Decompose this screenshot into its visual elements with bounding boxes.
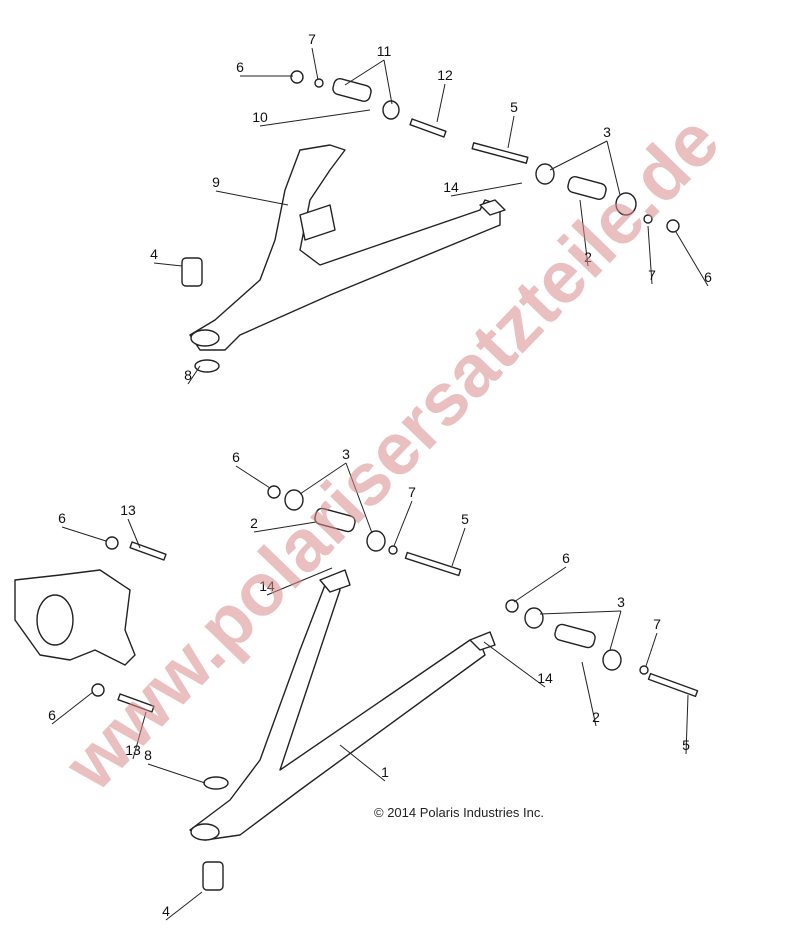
leader-line — [299, 462, 347, 495]
leader-line — [507, 115, 515, 149]
leader-line — [235, 465, 271, 489]
callout-number: 3 — [342, 446, 350, 462]
leader-line — [61, 526, 107, 542]
leader-line — [51, 691, 94, 725]
leader-line — [513, 566, 567, 603]
callout-number: 3 — [617, 594, 625, 610]
callout-number: 6 — [58, 510, 66, 526]
callout-number: 14 — [443, 179, 459, 195]
leader-line — [253, 521, 317, 533]
lower-a-arm — [189, 569, 496, 841]
leader-line — [339, 744, 386, 782]
callout-number: 9 — [212, 174, 220, 190]
callout-number: 8 — [184, 367, 192, 383]
leader-line — [579, 199, 589, 267]
callout-number: 4 — [150, 246, 158, 262]
leader-line — [165, 891, 203, 921]
leader-line — [436, 83, 446, 123]
leader-line — [581, 661, 597, 727]
leader-line — [645, 632, 658, 667]
leader-line — [345, 462, 373, 534]
leader-line — [549, 140, 608, 171]
leader-line — [483, 641, 546, 688]
leader-line — [259, 109, 371, 127]
callout-number: 11 — [377, 43, 392, 59]
callout-number: 13 — [120, 502, 136, 518]
copyright-text: © 2014 Polaris Industries Inc. — [374, 805, 544, 820]
ball-joints — [181, 257, 224, 891]
leader-line — [675, 231, 709, 287]
callout-number: 10 — [252, 109, 268, 125]
callouts: 6 7 11 12 10 5 3 14 9 4 2 7 6 8 6 3 7 2 5 13 6 14 6 3 7 14 2 5 6 13 1 8… — [48, 31, 712, 921]
leader-line — [451, 527, 466, 567]
callout-number: 14 — [537, 670, 553, 686]
leader-line — [393, 500, 413, 547]
leader-line — [344, 59, 385, 86]
callout-number: 6 — [562, 550, 570, 566]
leader-line — [647, 225, 653, 285]
leader-line — [606, 140, 621, 196]
callout-number: 7 — [308, 31, 316, 47]
steering-knuckle — [14, 569, 136, 666]
callout-number: 7 — [648, 267, 656, 283]
leader-line — [539, 610, 622, 615]
callout-number: 2 — [584, 249, 592, 265]
callout-number: 4 — [162, 903, 170, 919]
leader-line — [266, 567, 333, 596]
leader-line — [132, 711, 147, 760]
callout-number: 6 — [48, 707, 56, 723]
upper-a-arm — [189, 144, 506, 351]
callout-number: 5 — [461, 511, 469, 527]
leader-line — [153, 262, 183, 267]
callout-number: 6 — [232, 449, 240, 465]
leader-line — [685, 694, 689, 755]
callout-number: 6 — [704, 269, 712, 285]
leader-line — [147, 763, 206, 784]
leader-line — [127, 518, 141, 549]
callout-number: 12 — [437, 67, 453, 83]
callout-number: 1 — [381, 764, 389, 780]
leader-line — [215, 190, 289, 206]
leader-line — [383, 59, 393, 105]
callout-number: 5 — [510, 99, 518, 115]
leader-line — [450, 182, 523, 197]
callout-number: 8 — [144, 747, 152, 763]
callout-number: 7 — [408, 484, 416, 500]
callout-number: 6 — [236, 59, 244, 75]
leader-line — [609, 610, 622, 651]
leader-line — [187, 365, 201, 385]
callout-number: 7 — [653, 616, 661, 632]
callout-number: 3 — [603, 124, 611, 140]
callout-number: 2 — [250, 515, 258, 531]
callout-number: 2 — [592, 709, 600, 725]
callout-number: 13 — [125, 742, 141, 758]
leader-line — [311, 47, 319, 81]
callout-number: 14 — [259, 578, 275, 594]
callout-number: 5 — [682, 737, 690, 753]
